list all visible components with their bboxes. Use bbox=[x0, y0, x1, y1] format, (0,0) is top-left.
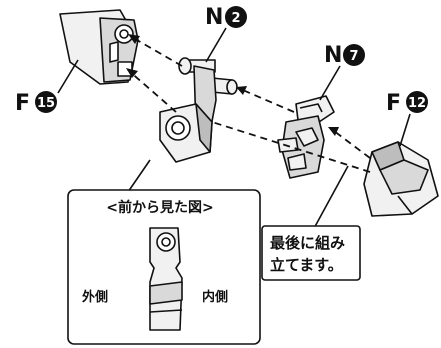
front-view-outer-label: 外側 bbox=[81, 289, 108, 305]
badge-n7: 7 bbox=[343, 44, 365, 66]
part-f12 bbox=[363, 141, 439, 217]
assembly-guides bbox=[126, 34, 371, 173]
guide-f12-to-n2 bbox=[211, 121, 371, 173]
leader-f12 bbox=[399, 113, 411, 147]
note-line-1: 最後に組み bbox=[270, 234, 345, 252]
guide-f12-to-n7 bbox=[329, 127, 371, 159]
badge-n7-number: 7 bbox=[349, 49, 358, 64]
badge-f15-number: 15 bbox=[37, 96, 55, 111]
guide-n2-to-f15-upper bbox=[129, 35, 183, 67]
part-n2 bbox=[159, 57, 238, 163]
front-view-inner-label: 内側 bbox=[202, 289, 228, 305]
leader-n7 bbox=[319, 65, 341, 101]
guide-n7-to-n2 bbox=[237, 87, 295, 113]
badge-n2: 2 bbox=[225, 6, 247, 28]
note-callout: 最後に組み 立てます。 bbox=[261, 165, 361, 281]
arrowhead-n7 bbox=[328, 127, 339, 136]
badge-f12-number: 12 bbox=[408, 96, 426, 111]
badge-f12: 12 bbox=[406, 91, 428, 113]
arrowhead-f15-upper bbox=[128, 34, 140, 44]
note-line-2: 立てます。 bbox=[270, 256, 343, 274]
front-view-callout: <前から見た図> 外側 内側 bbox=[67, 159, 261, 345]
arrowhead-n2 bbox=[236, 86, 247, 95]
part-f15 bbox=[59, 9, 139, 85]
badge-n2-number: 2 bbox=[231, 11, 240, 26]
front-view-part bbox=[149, 227, 183, 331]
note-frame bbox=[261, 225, 361, 281]
part-label-f12-letter: F bbox=[386, 91, 401, 116]
leader-n2 bbox=[205, 27, 227, 63]
guide-n2-to-f15-lower bbox=[127, 69, 177, 113]
arrowhead-f15-lower bbox=[126, 68, 138, 78]
note-pointer bbox=[300, 165, 349, 233]
front-view-title: <前から見た図> bbox=[106, 199, 213, 216]
part-label-f15-letter: F bbox=[15, 91, 30, 116]
part-n7 bbox=[277, 95, 335, 179]
badge-f15: 15 bbox=[35, 91, 57, 113]
part-label-n7-letter: N bbox=[324, 43, 342, 68]
leader-f15 bbox=[57, 59, 79, 94]
callout-pointer bbox=[120, 159, 151, 193]
part-label-n2-letter: N bbox=[205, 5, 223, 30]
